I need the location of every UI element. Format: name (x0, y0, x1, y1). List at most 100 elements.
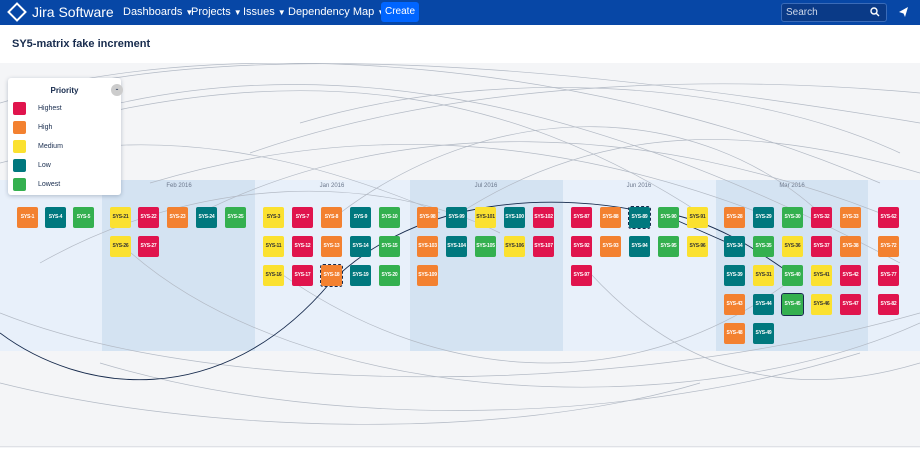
nav-issues[interactable]: Issues▼ (243, 6, 286, 18)
issue-card[interactable]: SYS-109 (417, 265, 438, 286)
issue-card[interactable]: SYS-28 (724, 207, 745, 228)
issue-card[interactable]: SYS-36 (782, 236, 803, 257)
issue-card[interactable]: SYS-47 (840, 294, 861, 315)
issue-card[interactable]: SYS-15 (379, 236, 400, 257)
issue-card[interactable]: SYS-106 (504, 236, 525, 257)
issue-card[interactable]: SYS-40 (782, 265, 803, 286)
notifications-icon[interactable] (898, 6, 910, 18)
issue-card[interactable]: SYS-34 (724, 236, 745, 257)
issue-card[interactable]: SYS-30 (782, 207, 803, 228)
issue-card[interactable]: SYS-4 (45, 207, 66, 228)
issue-card[interactable]: SYS-90 (658, 207, 679, 228)
issue-card[interactable]: SYS-22 (138, 207, 159, 228)
issue-card[interactable]: SYS-104 (446, 236, 467, 257)
issue-card[interactable]: SYS-107 (533, 236, 554, 257)
issue-card[interactable]: SYS-92 (571, 236, 592, 257)
issue-card[interactable]: SYS-39 (724, 265, 745, 286)
issue-card[interactable]: SYS-8 (321, 207, 342, 228)
issue-card[interactable]: SYS-46 (811, 294, 832, 315)
issue-card[interactable]: SYS-87 (571, 207, 592, 228)
jira-logo[interactable]: Jira Software (7, 2, 114, 22)
issue-card[interactable]: SYS-13 (321, 236, 342, 257)
issue-card[interactable]: SYS-32 (811, 207, 832, 228)
issue-card[interactable]: SYS-5 (73, 207, 94, 228)
dependency-map-canvas[interactable]: Feb 2016 Jan 2016 Jul 2016 Jun 2016 Mar … (0, 63, 920, 448)
issue-card[interactable]: SYS-95 (658, 236, 679, 257)
nav-issues-label: Issues (243, 6, 275, 18)
issue-card[interactable]: SYS-37 (811, 236, 832, 257)
search-input[interactable] (786, 5, 866, 20)
nav-projects-label: Projects (191, 6, 231, 18)
issue-card[interactable]: SYS-19 (350, 265, 371, 286)
issue-card[interactable]: SYS-99 (446, 207, 467, 228)
issue-card[interactable]: SYS-24 (196, 207, 217, 228)
issue-card[interactable]: SYS-44 (753, 294, 774, 315)
issue-card[interactable]: SYS-1 (17, 207, 38, 228)
issue-card[interactable]: SYS-105 (475, 236, 496, 257)
issue-card[interactable]: SYS-7 (292, 207, 313, 228)
issue-card[interactable]: SYS-27 (138, 236, 159, 257)
create-button[interactable]: Create (381, 2, 419, 22)
issue-card[interactable]: SYS-17 (292, 265, 313, 286)
issue-card[interactable]: SYS-49 (753, 323, 774, 344)
issue-card[interactable]: SYS-14 (350, 236, 371, 257)
search-box (781, 3, 887, 22)
issue-card[interactable]: SYS-88 (600, 207, 621, 228)
issue-card[interactable]: SYS-103 (417, 236, 438, 257)
month-label: Mar 2016 (779, 183, 805, 189)
issue-card[interactable]: SYS-48 (724, 323, 745, 344)
issue-card[interactable]: SYS-26 (110, 236, 131, 257)
legend-item-lowest: Lowest (13, 177, 60, 191)
issue-card[interactable]: SYS-82 (878, 294, 899, 315)
issue-card[interactable]: SYS-101 (475, 207, 496, 228)
issue-card[interactable]: SYS-41 (811, 265, 832, 286)
legend-collapse-button[interactable]: - (111, 84, 123, 96)
month-label: Jan 2016 (319, 183, 345, 189)
issue-card[interactable]: SYS-20 (379, 265, 400, 286)
footer-divider (0, 446, 920, 447)
issue-card[interactable]: SYS-62 (878, 207, 899, 228)
issue-card[interactable]: SYS-9 (350, 207, 371, 228)
issue-card[interactable]: SYS-11 (263, 236, 284, 257)
issue-card[interactable]: SYS-94 (629, 236, 650, 257)
issue-card[interactable]: SYS-89 (628, 206, 651, 229)
page-header: SY5-matrix fake increment (0, 25, 920, 64)
priority-legend: Priority - Highest High Medium Low Lowes… (8, 78, 123, 195)
nav-projects[interactable]: Projects▼ (191, 6, 242, 18)
issue-card[interactable]: SYS-18 (320, 264, 343, 287)
issue-card[interactable]: SYS-38 (840, 236, 861, 257)
page-title: SY5-matrix fake increment (12, 38, 151, 50)
issue-card[interactable]: SYS-10 (379, 207, 400, 228)
issue-card[interactable]: SYS-77 (878, 265, 899, 286)
issue-card[interactable]: SYS-72 (878, 236, 899, 257)
issue-card[interactable]: SYS-91 (687, 207, 708, 228)
issue-card[interactable]: SYS-3 (263, 207, 284, 228)
issue-card[interactable]: SYS-33 (840, 207, 861, 228)
issue-card[interactable]: SYS-96 (687, 236, 708, 257)
issue-card[interactable]: SYS-25 (225, 207, 246, 228)
legend-label: High (38, 123, 53, 131)
issue-card[interactable]: SYS-97 (571, 265, 592, 286)
issue-card[interactable]: SYS-42 (840, 265, 861, 286)
issue-card[interactable]: SYS-98 (417, 207, 438, 228)
issue-card[interactable]: SYS-31 (753, 265, 774, 286)
issue-card[interactable]: SYS-16 (263, 265, 284, 286)
nav-dependency-map[interactable]: Dependency Map▼ (288, 6, 385, 18)
issue-card[interactable]: SYS-29 (753, 207, 774, 228)
issue-card[interactable]: SYS-21 (110, 207, 131, 228)
issue-card[interactable]: SYS-102 (533, 207, 554, 228)
legend-swatch (13, 101, 26, 115)
issue-card[interactable]: SYS-43 (724, 294, 745, 315)
chevron-down-icon: ▼ (233, 7, 242, 17)
legend-item-high: High (13, 120, 52, 134)
issue-card[interactable]: SYS-35 (753, 236, 774, 257)
issue-card[interactable]: SYS-23 (167, 207, 188, 228)
issue-card[interactable]: SYS-100 (504, 207, 525, 228)
legend-swatch (13, 139, 26, 153)
issue-card[interactable]: SYS-12 (292, 236, 313, 257)
issue-card[interactable]: SYS-93 (600, 236, 621, 257)
nav-dashboards[interactable]: Dashboards▼ (123, 6, 193, 18)
legend-label: Low (38, 161, 51, 169)
issue-card[interactable]: SYS-45 (781, 293, 804, 316)
search-icon[interactable] (870, 7, 880, 17)
